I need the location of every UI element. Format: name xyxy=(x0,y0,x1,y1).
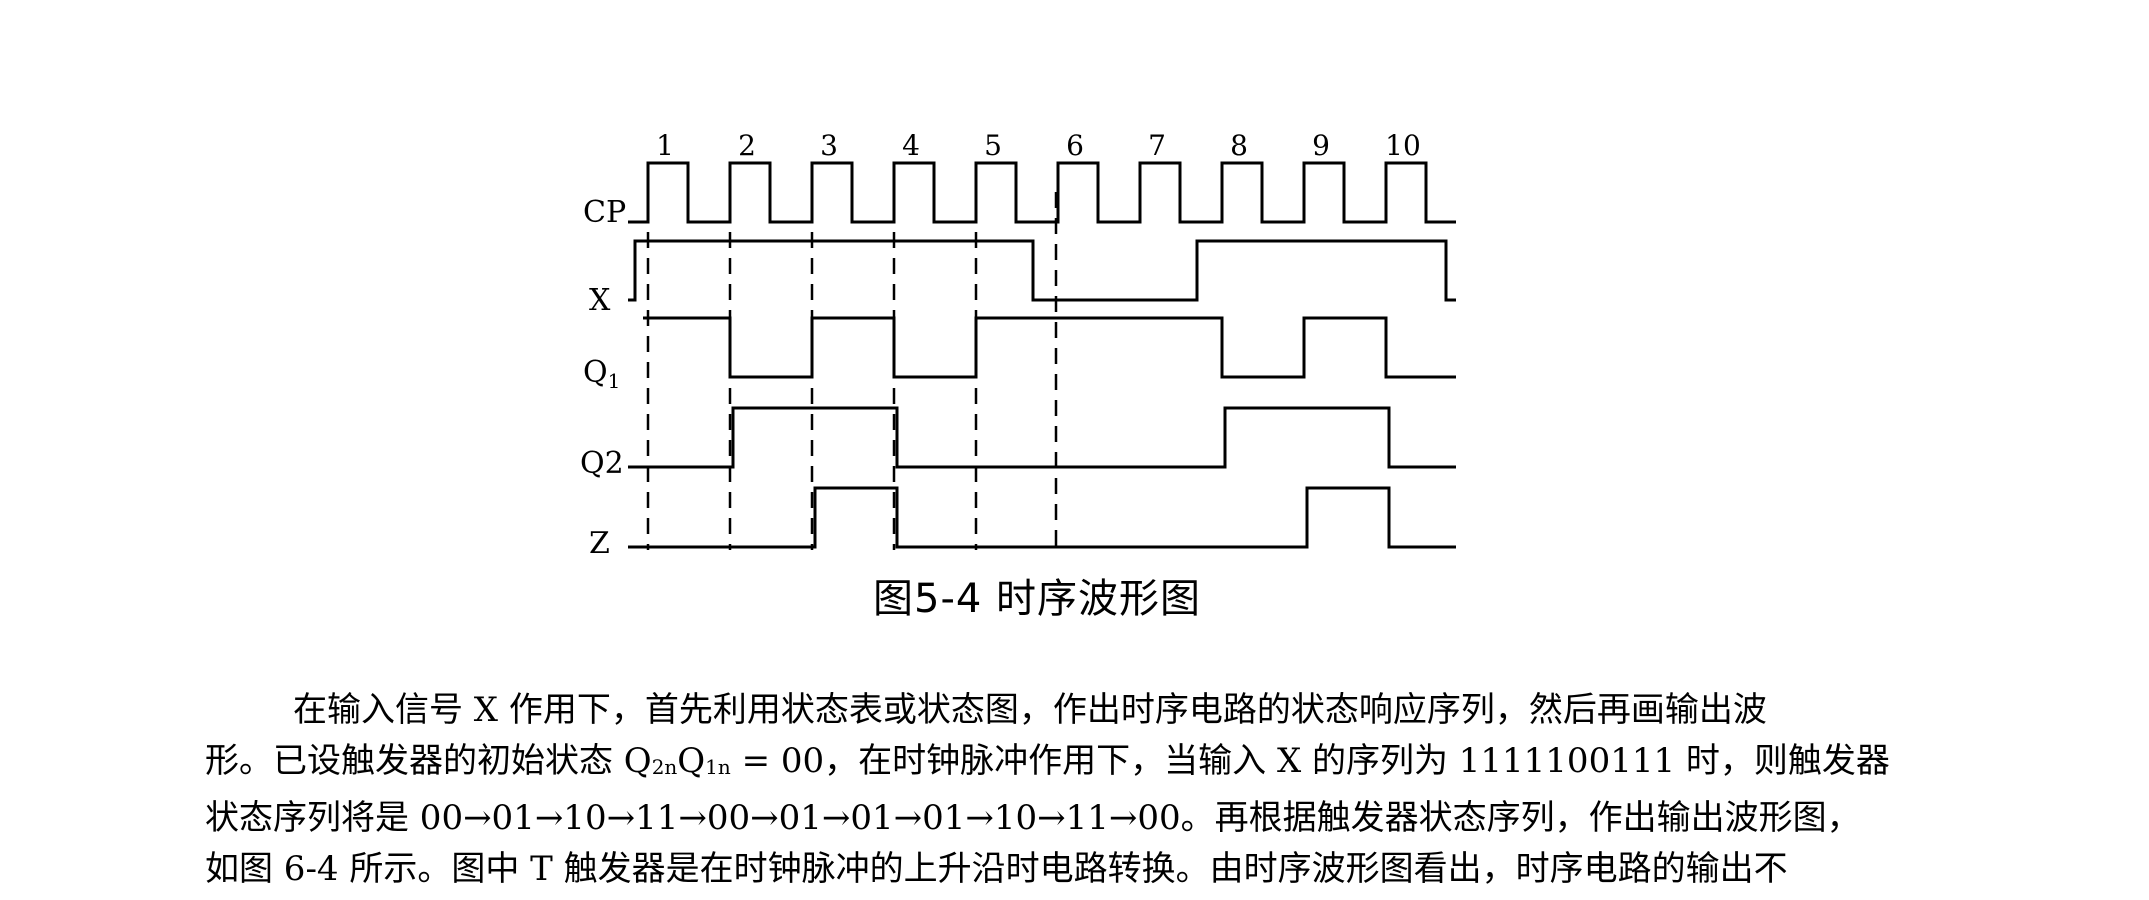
q2n-subscript: 2n xyxy=(651,755,678,779)
waveform-q2 xyxy=(628,406,1456,469)
waveform-q1 xyxy=(643,316,1456,379)
signal-label-text: Q xyxy=(583,355,608,390)
pulse-number: 5 xyxy=(984,129,1002,162)
pulse-number: 1 xyxy=(656,129,674,162)
figure-caption: 图5-4 时序波形图 xyxy=(873,576,1202,622)
signal-label-cp: CP xyxy=(583,195,626,230)
pulse-number: 4 xyxy=(902,129,920,162)
q1n-subscript: 1n xyxy=(705,755,731,779)
paragraph-line-4: 如图 6-4 所示。图中 T 触发器是在时钟脉冲的上升沿时电路转换。由时序波形图… xyxy=(205,849,1788,889)
signal-label-text: X xyxy=(589,283,611,318)
pulse-number: 10 xyxy=(1385,129,1421,162)
pulse-number: 6 xyxy=(1066,129,1084,162)
paragraph-line-2: 形。已设触发器的初始状态 Q2nQ1n = 00，在时钟脉冲作用下，当输入 X … xyxy=(205,736,1985,793)
waveform-x xyxy=(628,239,1456,302)
signal-label-z: Z xyxy=(589,526,610,561)
signal-label-text: CP xyxy=(583,195,626,230)
pulse-number: 9 xyxy=(1312,129,1330,162)
paragraph-line-3: 状态序列将是 00→01→10→11→00→01→01→01→10→11→00。… xyxy=(205,798,1861,838)
signal-label-text: Z xyxy=(589,526,610,561)
signal-label-subscript: 1 xyxy=(608,369,621,393)
signal-label-x: X xyxy=(589,283,611,318)
pulse-number: 2 xyxy=(738,129,756,162)
signal-label-text: Q2 xyxy=(580,446,624,481)
paragraph-line-1: 在输入信号 X 作用下，首先利用状态表或状态图，作出时序电路的状态响应序列，然后… xyxy=(293,690,1767,730)
signal-label-q1: Q1 xyxy=(583,355,620,393)
pulse-number: 3 xyxy=(820,129,838,162)
waveform-z xyxy=(628,486,1456,549)
signal-label-q2: Q2 xyxy=(580,446,624,481)
pulse-number: 7 xyxy=(1148,129,1166,162)
line2-text-b: Q xyxy=(677,741,706,781)
line2-text-c: = 00，在时钟脉冲作用下，当输入 X 的序列为 1111100111 时，则触… xyxy=(730,741,1890,781)
waveform-cp xyxy=(628,161,1456,224)
pulse-number: 8 xyxy=(1230,129,1248,162)
line2-text-a: 形。已设触发器的初始状态 Q xyxy=(205,741,652,781)
explanation-paragraph: 在输入信号 X 作用下，首先利用状态表或状态图，作出时序电路的状态响应序列，然后… xyxy=(205,685,1985,895)
